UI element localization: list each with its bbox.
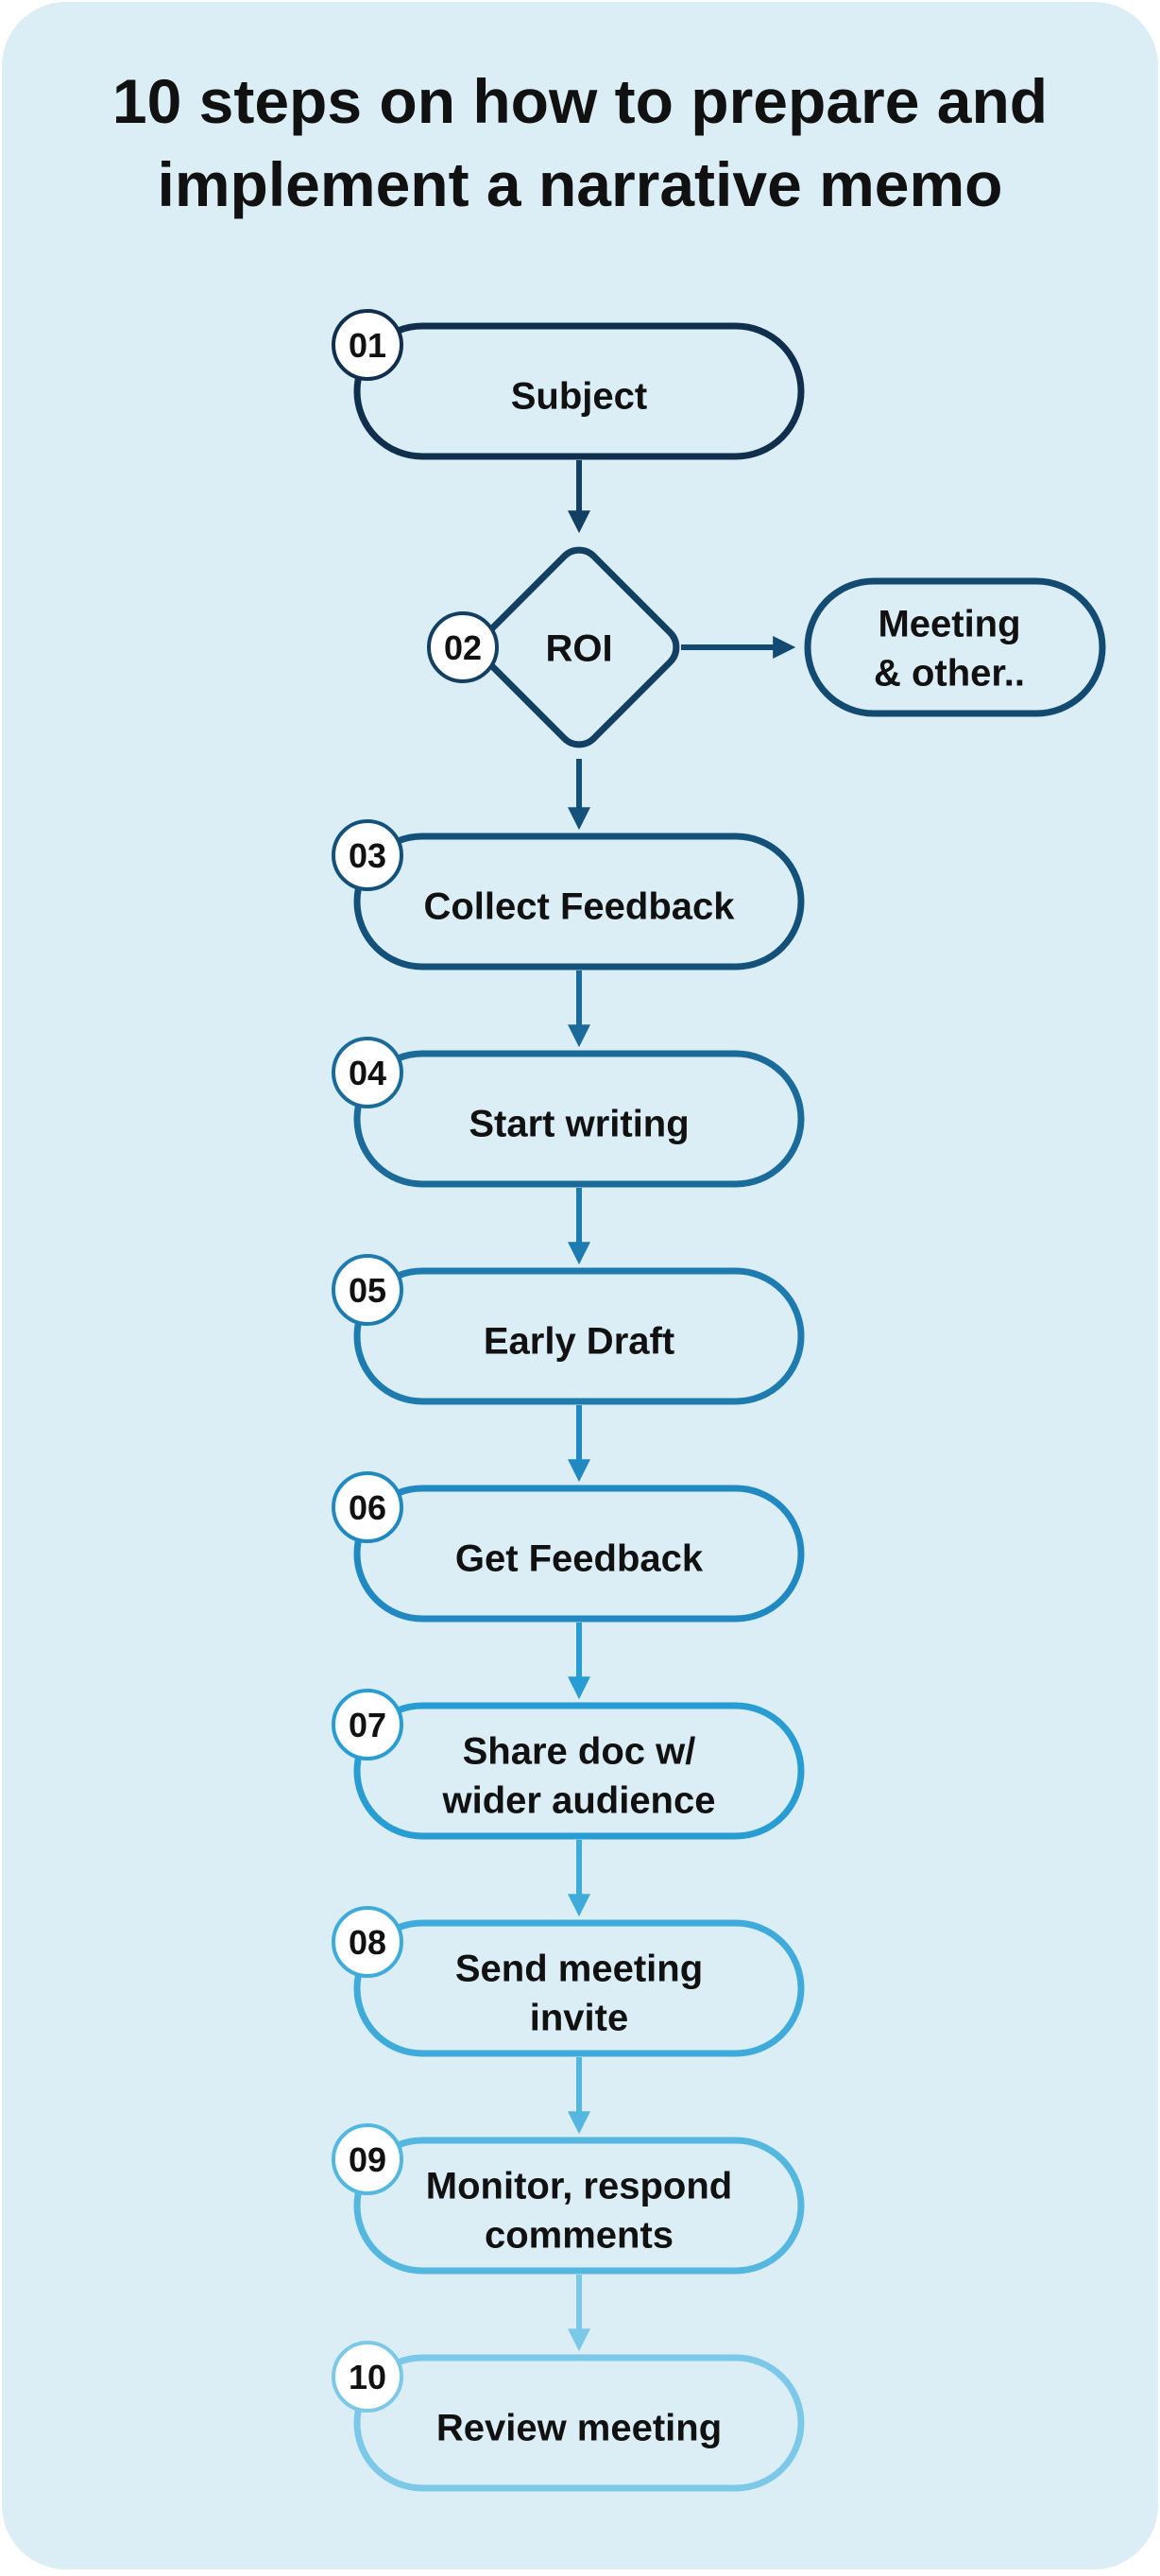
badge-circle bbox=[332, 1254, 403, 1326]
step-label-line-1: Monitor, respond bbox=[426, 2165, 732, 2207]
step-number-badge: 03 bbox=[332, 819, 403, 891]
badge-circle bbox=[332, 1037, 403, 1108]
step-pill bbox=[353, 1050, 805, 1188]
step-number-badge: 04 bbox=[332, 1037, 403, 1108]
step-number-badge: 08 bbox=[332, 1906, 403, 1978]
step-number: 02 bbox=[444, 628, 482, 667]
step-06: Get Feedback 06 bbox=[332, 1471, 805, 1623]
side-pill bbox=[804, 577, 1106, 717]
decision-diamond bbox=[478, 546, 680, 748]
step-10: Review meeting 10 bbox=[332, 2341, 805, 2492]
step-05: Early Draft 05 bbox=[332, 1254, 805, 1405]
badge-circle bbox=[332, 1471, 403, 1543]
step-label-line-1: Get Feedback bbox=[455, 1537, 704, 1579]
step-number: 03 bbox=[349, 836, 386, 875]
badge-circle bbox=[332, 1906, 403, 1978]
step-pill bbox=[353, 1485, 805, 1623]
page-title-line-1: 10 steps on how to prepare and bbox=[112, 66, 1048, 136]
badge-circle bbox=[427, 611, 499, 683]
step-label-line-2: invite bbox=[530, 1997, 628, 2038]
step-number-badge: 06 bbox=[332, 1471, 403, 1543]
step-number-badge: 01 bbox=[332, 309, 403, 381]
side-label-line-1: Meeting bbox=[878, 603, 1020, 644]
step-number: 06 bbox=[349, 1488, 386, 1527]
step-label-line-1: Collect Feedback bbox=[423, 885, 735, 927]
step-09: Monitor, respond comments 09 bbox=[332, 2123, 805, 2275]
step-pill bbox=[353, 1919, 805, 2057]
step-pill bbox=[353, 2354, 805, 2492]
step-pill bbox=[353, 1702, 805, 1840]
step-label-line-2: comments bbox=[485, 2214, 674, 2256]
connectors bbox=[568, 460, 796, 2352]
step-pill bbox=[353, 322, 805, 460]
step-label-line-1: Share doc w/ bbox=[463, 1730, 696, 1772]
badge-circle bbox=[332, 309, 403, 381]
step-label-line-1: Subject bbox=[511, 375, 647, 417]
step-number-badge: 02 bbox=[427, 611, 499, 683]
badge-circle bbox=[332, 2123, 403, 2195]
step-number: 09 bbox=[349, 2140, 386, 2179]
step-08: Send meeting invite 08 bbox=[332, 1906, 805, 2057]
step-03: Collect Feedback 03 bbox=[332, 819, 805, 970]
step-01: Subject 01 bbox=[332, 309, 805, 460]
step-label-line-1: ROI bbox=[545, 627, 612, 669]
step-number-badge: 09 bbox=[332, 2123, 403, 2195]
step-pill bbox=[353, 2137, 805, 2275]
step-number: 07 bbox=[349, 1706, 386, 1744]
step-label-line-1: Send meeting bbox=[455, 1948, 703, 1989]
side-label-line-2: & other.. bbox=[874, 652, 1025, 694]
step-number-badge: 07 bbox=[332, 1689, 403, 1760]
step-number: 10 bbox=[349, 2358, 386, 2396]
badge-circle bbox=[332, 2341, 403, 2413]
badge-circle bbox=[332, 1689, 403, 1760]
step-07: Share doc w/wider audience 07 bbox=[332, 1689, 805, 1840]
step-04: Start writing 04 bbox=[332, 1037, 805, 1188]
step-label-line-1: Review meeting bbox=[436, 2407, 722, 2448]
page-title-line-2: implement a narrative memo bbox=[158, 149, 1003, 219]
step-number: 04 bbox=[349, 1054, 386, 1092]
step-pill bbox=[353, 1267, 805, 1405]
step-label-line-1: Start writing bbox=[469, 1103, 689, 1144]
step-number-badge: 10 bbox=[332, 2341, 403, 2413]
step-pill bbox=[353, 833, 805, 970]
step-label-line-1: Early Draft bbox=[484, 1320, 674, 1362]
step-number: 05 bbox=[349, 1271, 386, 1310]
step-number: 08 bbox=[349, 1923, 386, 1962]
step-number: 01 bbox=[349, 326, 386, 365]
step-number-badge: 05 bbox=[332, 1254, 403, 1326]
badge-circle bbox=[332, 819, 403, 891]
step-02: ROI 02 bbox=[427, 546, 680, 748]
step-label-line-2: wider audience bbox=[442, 1779, 716, 1821]
side-node-meeting: Meeting & other.. bbox=[804, 577, 1106, 717]
